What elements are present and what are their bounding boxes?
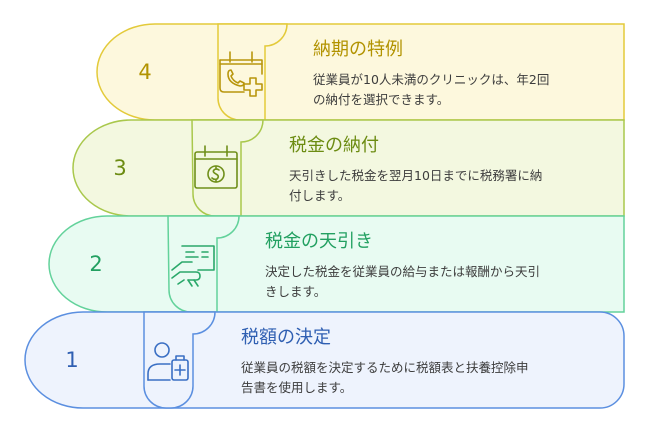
step-4-number: 4: [138, 60, 151, 84]
user-medical-icon: [147, 342, 189, 381]
step-4: 4 納期の特例 従業員が10人未満のクリニックは、年2回 の納付を選択できます。: [96, 23, 625, 121]
step-4-desc-line-2: の納付を選択できます。: [313, 92, 449, 107]
step-1-desc-line-2: 告書を使用します。: [241, 380, 352, 395]
calendar-dollar-icon: [194, 145, 238, 189]
step-1-title: 税額の決定: [241, 327, 331, 348]
step-3-desc-line-2: 付します。: [289, 188, 350, 203]
step-3-number: 3: [113, 156, 126, 180]
step-4-desc-line-1: 従業員が10人未満のクリニックは、年2回: [313, 72, 549, 87]
hand-bill-icon: [171, 245, 215, 287]
step-2-title: 税金の天引き: [265, 231, 373, 252]
step-2-desc-line-2: きします。: [265, 284, 326, 299]
step-1-number: 1: [65, 348, 78, 372]
calendar-phone-icon: [219, 51, 263, 97]
step-2-desc-line-1: 決定した税金を従業員の給与または報酬から天引: [265, 264, 540, 279]
step-3: 3 税金の納付 天引きした税金を翌月10日までに税務署に納 付します。: [72, 119, 625, 217]
step-3-title: 税金の納付: [289, 135, 379, 156]
step-2-number: 2: [89, 252, 102, 276]
step-4-title: 納期の特例: [313, 39, 403, 60]
step-2: 2 税金の天引き 決定した税金を従業員の給与または報酬から天引 きします。: [48, 215, 625, 313]
step-3-desc-line-1: 天引きした税金を翌月10日までに税務署に納: [289, 168, 542, 183]
step-1-desc-line-1: 従業員の税額を決定するために税額表と扶養控除申: [241, 360, 529, 375]
step-1: 1 税額の決定 従業員の税額を決定するために税額表と扶養控除申 告書を使用します…: [24, 311, 625, 409]
